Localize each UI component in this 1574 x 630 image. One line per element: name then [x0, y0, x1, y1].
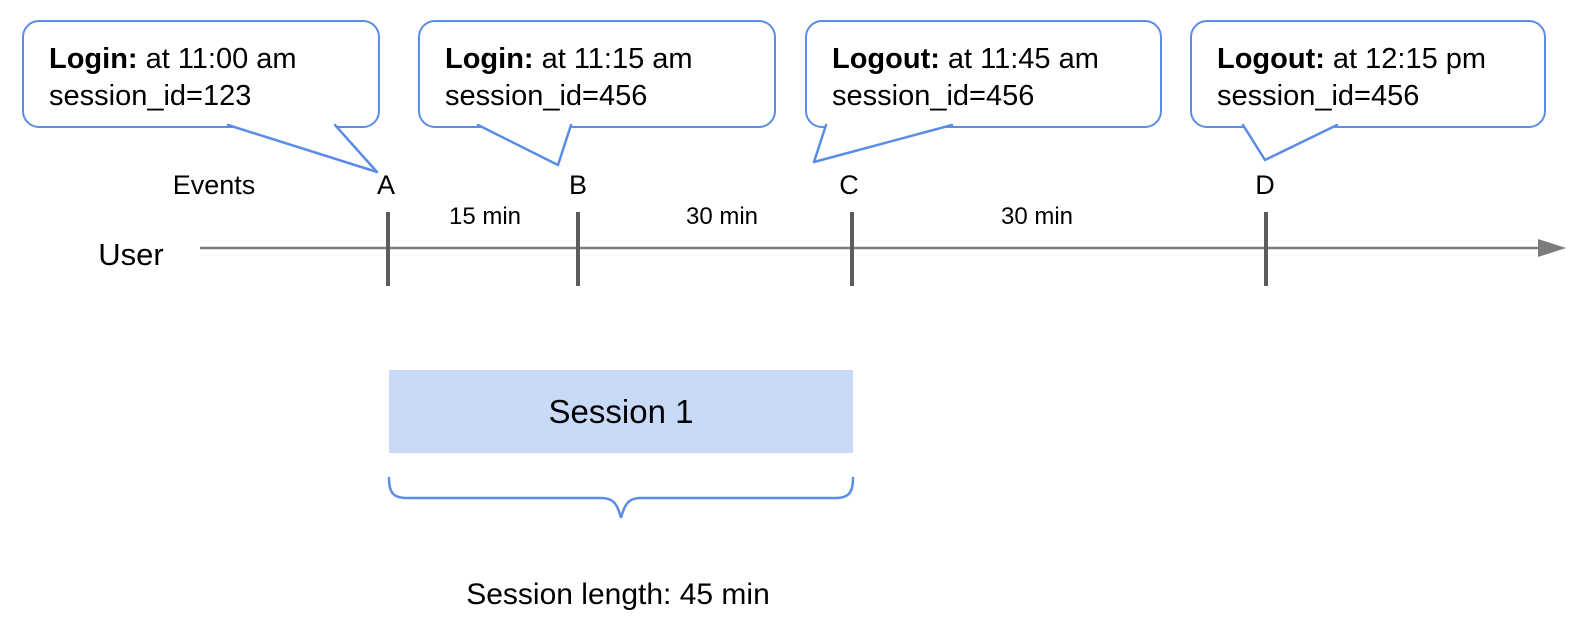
session-bar: Session 1	[389, 370, 853, 453]
callout-login-a: Login:at 11:00 am session_id=123	[22, 20, 380, 128]
event-type-label: Login:	[445, 43, 534, 75]
session-id-label: session_id=123	[49, 80, 252, 112]
interval-label-bc: 30 min	[685, 203, 759, 230]
callout-logout-d: Logout:at 12:15 pm session_id=456	[1190, 20, 1546, 128]
event-label-b: B	[568, 170, 588, 200]
callout-login-b: Login:at 11:15 am session_id=456	[418, 20, 776, 128]
session-length-brace	[387, 476, 855, 519]
event-time-label: at 11:15 am	[541, 43, 693, 75]
callout-tail-c	[812, 123, 954, 164]
callout-line-1: Login:at 11:15 am	[445, 41, 774, 78]
callout-line-1: Logout:at 12:15 pm	[1217, 41, 1544, 78]
timeline-arrowhead-icon	[1538, 239, 1566, 257]
interval-label-cd: 30 min	[1000, 203, 1074, 230]
event-label-c: C	[839, 170, 859, 200]
event-type-label: Logout:	[832, 43, 940, 75]
event-label-d: D	[1255, 170, 1275, 200]
callout-logout-c: Logout:at 11:45 am session_id=456	[805, 20, 1162, 128]
events-row-label: Events	[172, 170, 256, 200]
callout-line-1: Logout:at 11:45 am	[832, 41, 1160, 78]
event-type-label: Logout:	[1217, 43, 1325, 75]
event-type-label: Login:	[49, 43, 138, 75]
callout-tail-d	[1241, 123, 1339, 162]
event-time-label: at 11:00 am	[145, 43, 297, 75]
session-id-label: session_id=456	[445, 80, 648, 112]
callout-tail-b	[476, 123, 573, 167]
user-lane-label: User	[98, 237, 164, 272]
callout-tail-a	[226, 123, 379, 174]
event-label-a: A	[376, 170, 396, 200]
session-id-label: session_id=456	[832, 80, 1035, 112]
interval-label-ab: 15 min	[448, 203, 522, 230]
callout-line-1: Login:at 11:00 am	[49, 41, 378, 78]
session-bar-label: Session 1	[548, 392, 694, 430]
event-time-label: at 12:15 pm	[1332, 43, 1487, 75]
event-time-label: at 11:45 am	[947, 43, 1099, 75]
session-id-label: session_id=456	[1217, 80, 1420, 112]
session-length-caption: Session length: 45 min	[466, 578, 770, 611]
